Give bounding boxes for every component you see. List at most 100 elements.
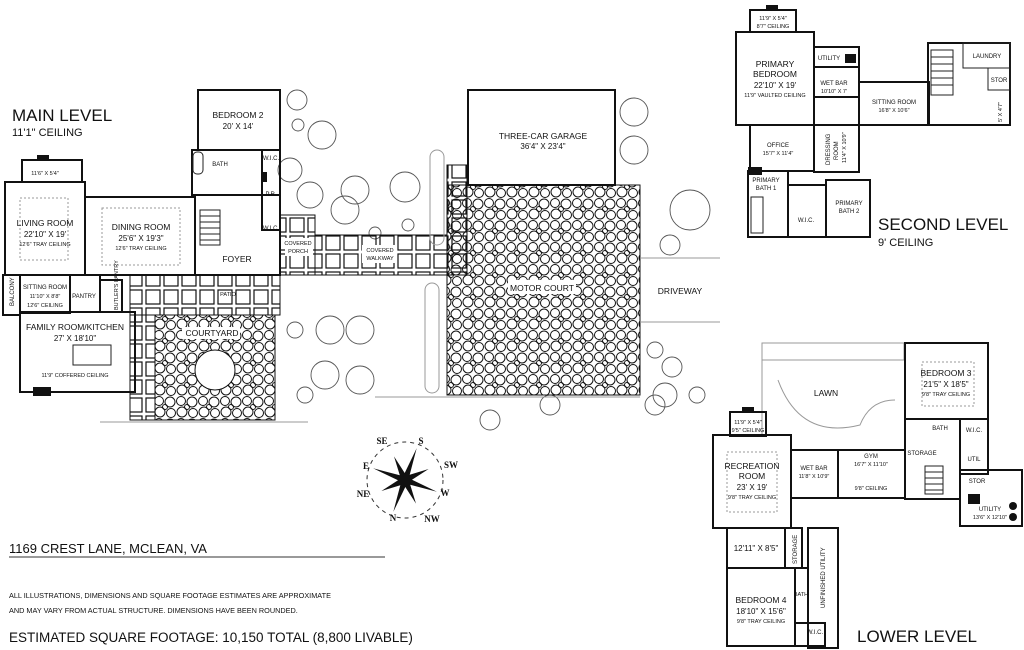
living-room-ceiling: 12'6" TRAY CEILING xyxy=(19,242,70,248)
covered-porch-label-2: PORCH xyxy=(288,249,308,255)
laundry-wall xyxy=(962,42,1011,69)
tree-icon xyxy=(345,365,375,395)
main-level: MAIN LEVEL 11'1" CEILING 11'6" X 5'4" LI… xyxy=(2,89,468,423)
compass-ring xyxy=(366,441,444,519)
tree-icon xyxy=(310,360,340,390)
second-wic-label: W.I.C. xyxy=(798,218,815,224)
compass-s: S xyxy=(418,436,423,446)
recreation-room-label-1: RECREATION xyxy=(724,461,779,471)
wic-wall xyxy=(787,184,827,238)
tree-icon xyxy=(286,89,308,111)
hedge xyxy=(429,149,445,246)
covered-walkway-label-2: WALKWAY xyxy=(366,256,394,262)
recreation-room-dims: 23' X 19' xyxy=(737,483,768,492)
tree-icon xyxy=(619,135,649,165)
sitting-room-ceiling: 12'6" CEILING xyxy=(27,303,63,309)
wic-1-label: W.I.C. xyxy=(263,156,280,162)
lower-util-label: UTIL xyxy=(967,457,981,463)
site: THREE-CAR GARAGE 36'4" X 23'4" MOTOR COU… xyxy=(375,89,720,398)
second-bay-ceiling: 8'7" CEILING xyxy=(757,24,790,30)
staircase-icon xyxy=(930,49,954,96)
living-tray-ceiling xyxy=(19,197,69,261)
sitting-room-dims: 11'10" X 8'8" xyxy=(30,294,61,300)
main-level-title: MAIN LEVEL xyxy=(12,106,112,125)
tree-icon xyxy=(315,315,345,345)
lower-wet-bar-dims: 11'8" X 10'9" xyxy=(799,474,830,480)
covered-porch-label-1: COVERED xyxy=(284,241,311,247)
dressing-room-label-2: ROOM xyxy=(834,141,840,160)
laundry-label: LAUNDRY xyxy=(973,54,1002,60)
second-sitting-room-label: SITTING ROOM xyxy=(872,100,916,106)
living-room-dims: 22'10" X 19' xyxy=(24,230,67,239)
kitchen-island-icon xyxy=(72,344,112,366)
balcony-label: BALCONY xyxy=(10,277,16,306)
bathtub-icon xyxy=(192,151,204,175)
tree-icon xyxy=(291,118,305,132)
family-room-label: FAMILY ROOM/KITCHEN xyxy=(26,322,124,332)
lower-level-title: LOWER LEVEL xyxy=(857,627,977,646)
bedroom-2-label: BEDROOM 2 xyxy=(212,110,263,120)
tree-icon xyxy=(688,386,706,404)
compass-se: SE xyxy=(376,436,387,446)
tree-icon xyxy=(330,195,360,225)
lower-level: LAWN BEDROOM 3 21'5" X 18'5" 9'8" TRAY C… xyxy=(712,342,1023,649)
compass-e: E xyxy=(363,461,369,471)
tree-icon xyxy=(389,171,421,203)
gym-label: GYM xyxy=(864,454,878,460)
label-bg xyxy=(285,238,313,256)
tree-icon xyxy=(646,341,664,359)
staircase-icon xyxy=(199,209,221,246)
primary-bedroom-label-2: BEDROOM xyxy=(753,69,797,79)
dressing-room-label-1: DRESSING xyxy=(826,133,832,165)
bedroom-4-label: BEDROOM 4 xyxy=(735,595,786,605)
compass-rose: SE S SW W NW N NE E xyxy=(357,436,458,524)
lower-stor-label: STOR xyxy=(969,479,986,485)
lower-utility-label: UTILITY xyxy=(979,507,1001,513)
primary-bedroom-dims: 22'10" X 19' xyxy=(754,81,797,90)
wic-2-label: W.I.C. xyxy=(263,226,280,232)
hedge xyxy=(424,282,440,394)
second-level-ceiling: 9' CEILING xyxy=(878,237,933,249)
wall-pillar xyxy=(261,172,267,182)
tank-icon xyxy=(1009,513,1017,521)
dining-room-dims: 25'6" X 19'3" xyxy=(118,234,163,243)
util-stor-wall xyxy=(959,418,989,475)
bedroom-4-dims: 18'10" X 15'6" xyxy=(736,607,786,616)
fireplace-icon xyxy=(742,407,754,413)
compass-sw: SW xyxy=(444,460,458,470)
office-label: OFFICE xyxy=(767,143,789,149)
covered-walkway-label-1: COVERED xyxy=(366,248,393,254)
tree-icon xyxy=(619,97,649,127)
primary-bedroom-ceiling: 11'9" VAULTED CEILING xyxy=(744,93,805,99)
unfinished-utility-label: UNFINISHED UTILITY xyxy=(821,547,827,608)
garage-dims: 36'4" X 23'4" xyxy=(520,142,565,151)
wic-2-wall xyxy=(794,622,826,647)
compass-n: N xyxy=(390,513,397,523)
lawn-label: LAWN xyxy=(814,388,838,398)
tray-ceiling xyxy=(726,451,778,513)
courtyard-label: COURTYARD xyxy=(185,328,238,338)
tank-icon xyxy=(1009,502,1017,510)
bedroom-3-label: BEDROOM 3 xyxy=(920,368,971,378)
footer: 1169 CREST LANE, MCLEAN, VA ALL ILLUSTRA… xyxy=(9,541,413,645)
fireplace-icon xyxy=(37,155,49,161)
lower-bay-ceiling: 9'5" CEILING xyxy=(732,428,765,434)
lawn-path xyxy=(777,379,896,429)
living-room-label: LIVING ROOM xyxy=(17,218,74,228)
tree-icon xyxy=(345,315,375,345)
second-wet-bar-label: WET BAR xyxy=(820,81,848,87)
living-bay-dims: 11'6" X 5'4" xyxy=(31,171,59,177)
tree-icon xyxy=(296,181,324,209)
tree-icon xyxy=(340,175,370,205)
compass-nw: NW xyxy=(424,514,440,524)
lower-storage-label: STORAGE xyxy=(907,451,936,457)
foyer-label: FOYER xyxy=(222,254,251,264)
bedroom-4-ceiling: 9'8" TRAY CEILING xyxy=(737,619,785,625)
bedroom-2-wall xyxy=(197,89,281,151)
tree-icon xyxy=(194,349,236,391)
disclaimer-line-1: ALL ILLUSTRATIONS, DIMENSIONS AND SQUARE… xyxy=(9,591,331,600)
motor-court-label: MOTOR COURT xyxy=(510,283,574,293)
small-room-dims: 12'11" X 8'5" xyxy=(734,544,779,553)
second-level-title: SECOND LEVEL xyxy=(878,215,1008,234)
second-sitting-room-dims: 16'8" X 10'6" xyxy=(878,108,909,114)
